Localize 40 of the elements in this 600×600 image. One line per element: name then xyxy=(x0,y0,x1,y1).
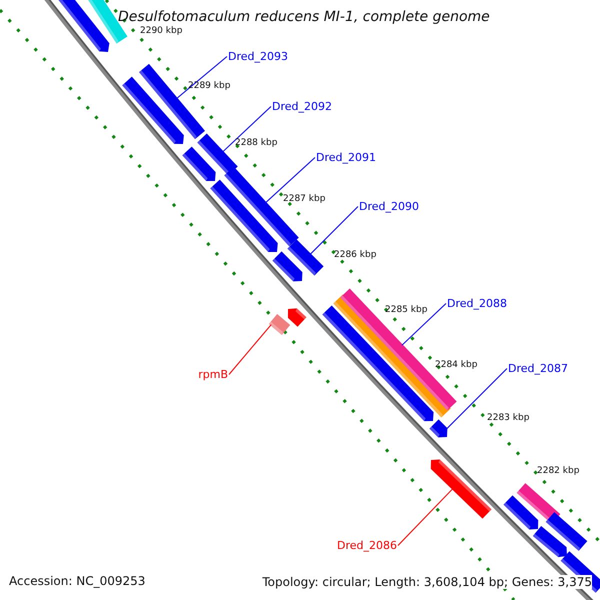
gene-bar xyxy=(272,251,302,282)
gene-bar xyxy=(287,239,324,276)
gene-label: Dred_2088 xyxy=(447,298,507,309)
gene-bar xyxy=(210,180,278,252)
scale-label: 2286 kbp xyxy=(334,251,376,260)
leader-line xyxy=(446,368,508,430)
gene-bar xyxy=(122,76,184,144)
title: Desulfotomaculum reducens MI-1, complete genome xyxy=(118,10,490,24)
leader-line xyxy=(228,324,272,375)
gene-bar xyxy=(429,419,448,438)
leader-line xyxy=(176,56,228,100)
leader-line xyxy=(310,206,358,255)
gene-bar xyxy=(56,0,110,52)
gene-label: Dred_2086 xyxy=(337,540,397,551)
scale-label: 2282 kbp xyxy=(537,467,580,476)
scale-label: 2290 kbp xyxy=(140,27,182,36)
gene-label: Dred_2091 xyxy=(316,152,376,163)
gene-bar xyxy=(268,314,290,335)
leader-line xyxy=(265,157,316,204)
scale-label: 2283 kbp xyxy=(487,414,530,423)
gene-label: Dred_2090 xyxy=(359,201,419,212)
gene-bar xyxy=(288,308,306,327)
gene-bar xyxy=(430,459,492,519)
accession-note: Accession: NC_009253 xyxy=(9,575,146,587)
gene-bar xyxy=(182,146,216,182)
gene-label: rpmB xyxy=(198,369,228,380)
gene-label: Dred_2092 xyxy=(272,101,332,112)
scale-label: 2285 kbp xyxy=(385,306,428,315)
scale-label: 2284 kbp xyxy=(435,361,478,370)
leader-line xyxy=(398,488,454,546)
leader-line xyxy=(401,303,446,346)
leader-line xyxy=(222,106,272,152)
scale-label: 2288 kbp xyxy=(235,139,278,148)
gene-label: Dred_2087 xyxy=(508,363,568,374)
gene-bar xyxy=(322,306,434,422)
scale-label: 2287 kbp xyxy=(283,195,326,204)
gene-bar xyxy=(503,495,538,530)
gene-label: Dred_2093 xyxy=(228,51,288,62)
gene-bar xyxy=(532,526,567,558)
gene-bar xyxy=(546,512,588,551)
